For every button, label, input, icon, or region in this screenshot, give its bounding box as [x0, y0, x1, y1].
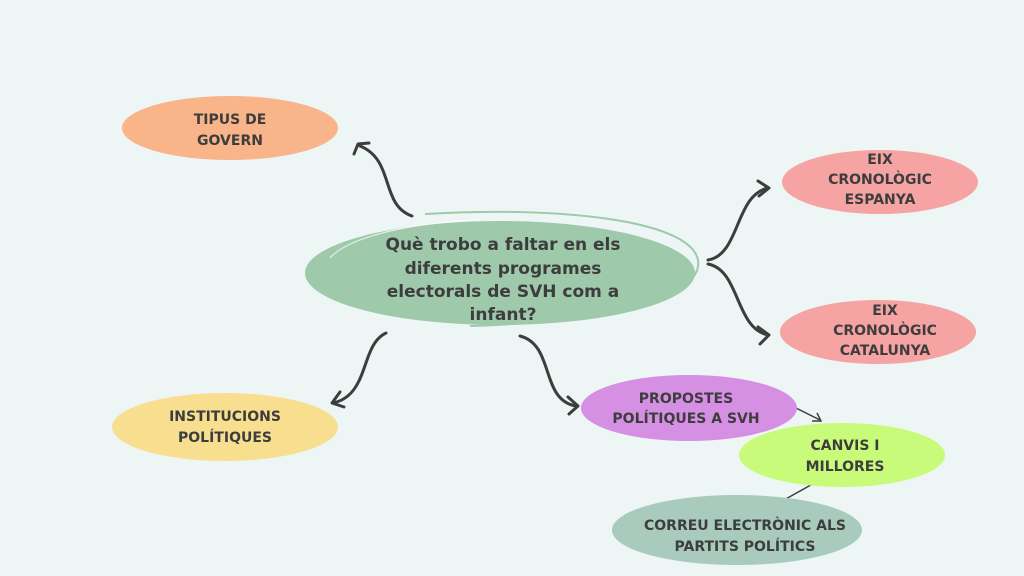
node-shape [122, 96, 338, 160]
central-topic-shape [305, 221, 695, 325]
node-eix-cronologic-espanya[interactable]: EIX CRONOLÒGIC ESPANYA [782, 150, 978, 214]
central-line-3: electorals de SVH com a [387, 282, 620, 302]
node-canvis-i-millores[interactable]: CANVIS I MILLORES [739, 423, 945, 487]
node-shape [782, 150, 978, 214]
node-line: GOVERN [197, 133, 263, 149]
node-line: EIX [872, 303, 898, 319]
node-shape [112, 393, 338, 461]
node-institucions-politiques[interactable]: INSTITUCIONS POLÍTIQUES [112, 393, 338, 461]
central-topic[interactable]: Què trobo a faltar en els diferents prog… [305, 210, 700, 327]
node-line: CATALUNYA [840, 343, 931, 359]
connector-eix-catalunya [706, 262, 771, 346]
central-topic-highlight [329, 219, 481, 259]
connector-eix-espanya [706, 179, 771, 262]
node-shape [612, 495, 862, 565]
node-propostes-politiques[interactable]: PROPOSTES POLÍTIQUES A SVH [581, 375, 797, 441]
node-eix-cronologic-catalunya[interactable]: EIX CRONOLÒGIC CATALUNYA [780, 300, 976, 364]
node-line: CORREU ELECTRÒNIC ALS [644, 516, 846, 534]
node-line: MILLORES [806, 459, 885, 475]
node-tipus-de-govern[interactable]: TIPUS DE GOVERN [122, 96, 338, 160]
node-line: TIPUS DE [194, 112, 267, 128]
connector-propostes [518, 334, 580, 416]
central-line-2: diferents programes [405, 259, 602, 279]
node-line: POLÍTIQUES A SVH [612, 410, 759, 427]
node-line: INSTITUCIONS [169, 409, 281, 425]
central-line-4: infant? [470, 305, 537, 325]
connector-tipus [352, 141, 414, 218]
node-line: PARTITS POLÍTICS [675, 538, 816, 555]
node-shape [739, 423, 945, 487]
node-line: PROPOSTES [639, 391, 733, 407]
node-shape [581, 375, 797, 441]
connector-institucions [330, 331, 388, 409]
central-line-1: Què trobo a faltar en els [386, 235, 621, 255]
connector-canvis [795, 407, 823, 422]
node-shape [780, 300, 976, 364]
central-topic-sketch-stroke [424, 210, 700, 327]
node-line: CRONOLÒGIC [833, 321, 937, 339]
node-correu-electronic[interactable]: CORREU ELECTRÒNIC ALS PARTITS POLÍTICS [612, 495, 862, 565]
node-line: ESPANYA [845, 192, 916, 208]
node-line: EIX [867, 152, 893, 168]
node-line: CRONOLÒGIC [828, 170, 932, 188]
node-line: POLÍTIQUES [178, 429, 272, 446]
node-line: CANVIS I [810, 438, 879, 454]
